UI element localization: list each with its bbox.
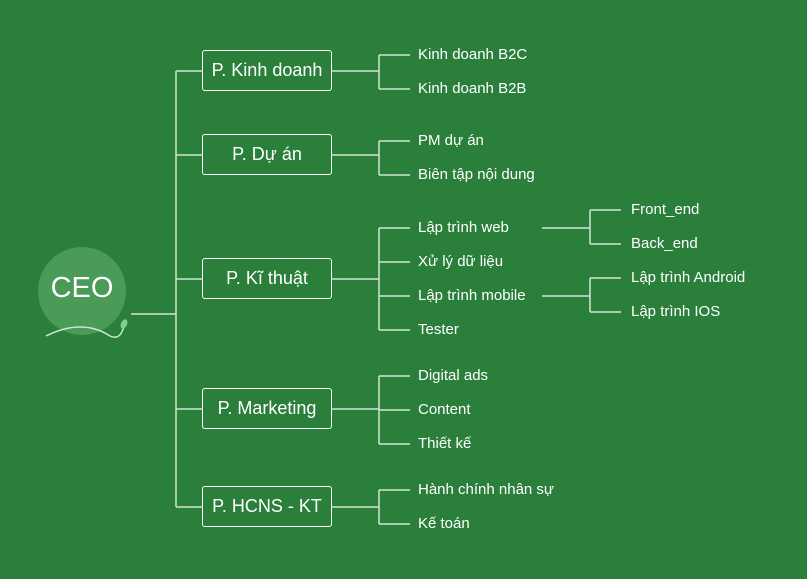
node-label: Back_end [631, 235, 698, 252]
node-label: Content [418, 401, 471, 418]
dept-du-an[interactable]: P. Dự án [202, 134, 332, 175]
dept-kinh-doanh[interactable]: P. Kinh doanh [202, 50, 332, 91]
dept-ki-thuat[interactable]: P. Kĩ thuật [202, 258, 332, 299]
node-label: Biên tập nội dung [418, 166, 535, 183]
node-label: Thiết kế [418, 435, 472, 452]
node-label: Lập trình web [418, 219, 509, 236]
ceo-label: CEO [50, 272, 114, 304]
dept-marketing[interactable]: P. Marketing [202, 388, 332, 429]
node-label: PM dự án [418, 132, 484, 149]
node-label: Lập trình IOS [631, 303, 721, 320]
ceo-node[interactable] [38, 247, 126, 335]
node-label: Kinh doanh B2B [418, 80, 527, 97]
node-label: Kế toán [418, 515, 470, 532]
node-label: Tester [418, 321, 459, 338]
node-label: Hành chính nhân sự [418, 481, 554, 498]
leaf-swoosh-icon [45, 319, 128, 338]
node-label: Digital ads [418, 367, 489, 384]
node-label: Lập trình Android [631, 269, 746, 286]
node-label: Front_end [631, 201, 700, 218]
node-label: Xử lý dữ liệu [418, 253, 504, 270]
dept-hcns-kt[interactable]: P. HCNS - KT [202, 486, 332, 527]
node-label: Kinh doanh B2C [418, 46, 528, 63]
node-label: Lập trình mobile [418, 287, 526, 304]
